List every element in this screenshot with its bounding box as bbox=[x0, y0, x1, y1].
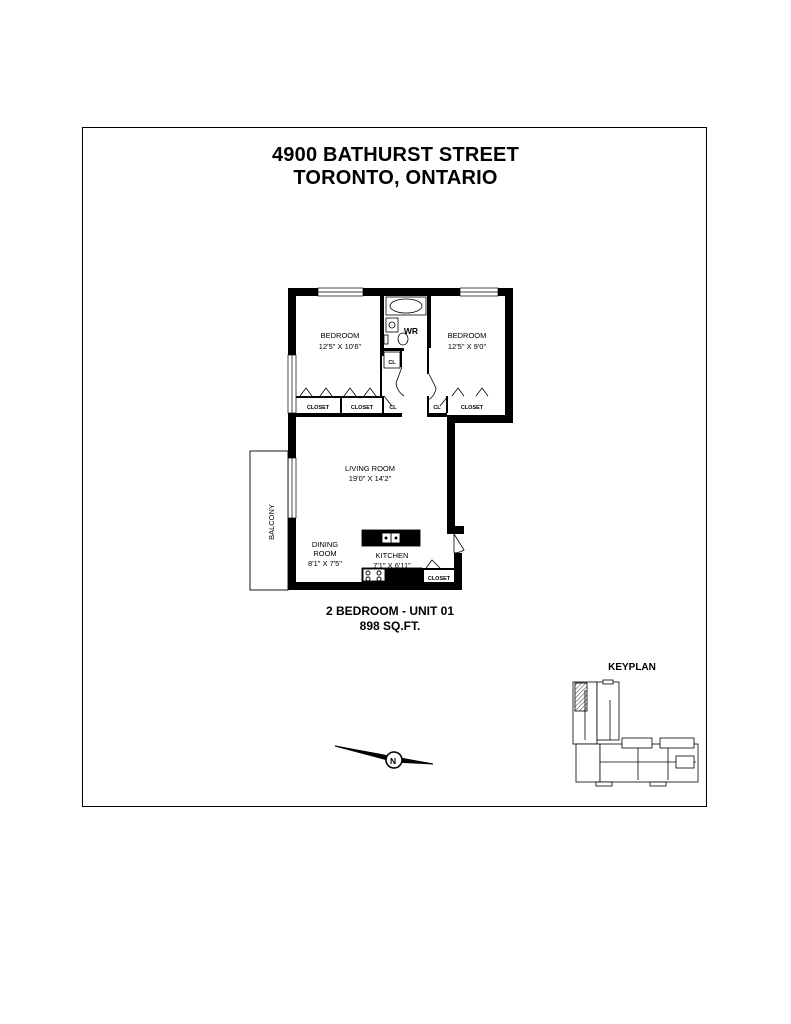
bathroom-fixtures bbox=[383, 296, 427, 369]
balcony-name: BALCONY bbox=[267, 504, 276, 540]
north-letter: N bbox=[390, 756, 396, 766]
bedroom2-name: BEDROOM bbox=[448, 331, 487, 340]
closet-doors bbox=[299, 366, 489, 569]
address-line-2: TORONTO, ONTARIO bbox=[293, 167, 498, 189]
address-line-1: 4900 BATHURST STREET bbox=[271, 144, 519, 166]
washroom-name: WR bbox=[404, 326, 418, 336]
kitchen-size: 7'1" X 6'11" bbox=[373, 561, 411, 570]
keyplan-diagram bbox=[572, 679, 699, 787]
dining-room-size: 8'1" X 7'5" bbox=[308, 559, 342, 568]
keyplan-label: KEYPLAN bbox=[608, 662, 656, 673]
unit-type: 2 BEDROOM - UNIT 01 bbox=[325, 604, 454, 618]
bedroom1-name: BEDROOM bbox=[321, 331, 360, 340]
closet-label-1: CLOSET bbox=[307, 405, 330, 411]
cl-label-2: CL bbox=[389, 405, 397, 411]
closet-label-4: CLOSET bbox=[428, 576, 451, 582]
bedroom1-size: 12'5" X 10'6" bbox=[319, 342, 362, 351]
cl-label-3: CL bbox=[433, 405, 441, 411]
interior-walls bbox=[296, 296, 454, 582]
north-arrow-icon: N bbox=[334, 745, 434, 769]
living-room-size: 19'0" X 14'2" bbox=[349, 474, 392, 483]
living-room-name: LIVING ROOM bbox=[345, 464, 395, 473]
kitchen-name: KITCHEN bbox=[376, 551, 409, 560]
room-labels: BEDROOM 12'5" X 10'6" BEDROOM 12'5" X 9'… bbox=[267, 326, 486, 582]
dining-room-name-1: DINING bbox=[312, 540, 338, 549]
balcony bbox=[249, 450, 289, 591]
closet-label-3: CLOSET bbox=[461, 405, 484, 411]
dining-room-name-2: ROOM bbox=[313, 549, 336, 558]
cl-label-1: CL bbox=[388, 360, 396, 366]
drawing-frame bbox=[82, 127, 707, 807]
unit-area: 898 SQ.FT. bbox=[359, 619, 421, 633]
closet-label-2: CLOSET bbox=[351, 405, 374, 411]
bedroom2-size: 12'5" X 9'0" bbox=[448, 342, 487, 351]
kitchen-fixtures bbox=[361, 529, 423, 583]
exterior-walls bbox=[288, 288, 513, 590]
